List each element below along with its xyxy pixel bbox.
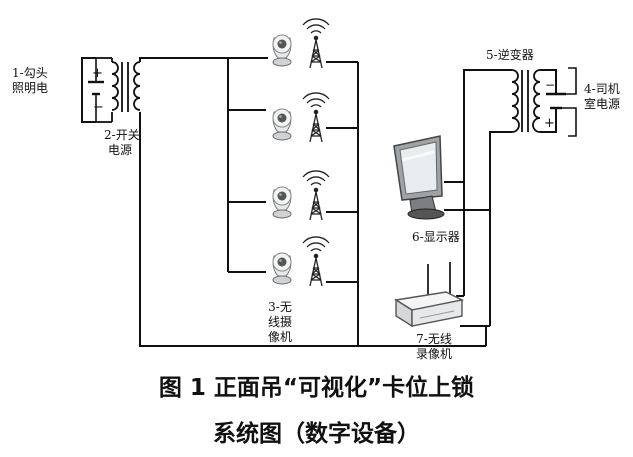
label-hook-light: 1-勾头 照明电	[12, 66, 49, 95]
monitor	[393, 135, 445, 220]
label-switch-power: 2-开关 电源	[104, 128, 140, 157]
wireless-camera-2	[272, 92, 330, 143]
label-wireless-recorder: 7-无线 录像机	[416, 332, 453, 361]
cab-power-battery: − +	[540, 67, 577, 137]
wiring	[139, 57, 512, 347]
label-wireless-cameras: 3-无 线摄 像机	[268, 300, 293, 344]
switch-power-transformer	[96, 57, 141, 123]
figure-caption-line1: 图 1 正面吊“可视化”卡位上锁	[158, 375, 475, 401]
label-inverter: 5-逆变器	[486, 48, 534, 62]
svg-text:−: −	[545, 78, 555, 92]
inverter-transformer	[511, 69, 541, 133]
wireless-recorder	[394, 262, 465, 328]
label-monitor: 6-显示器	[412, 230, 460, 244]
svg-text:−: −	[93, 100, 104, 115]
wireless-camera-3	[272, 170, 330, 221]
figure-caption-line2: 系统图（数字设备）	[213, 421, 420, 447]
wireless-camera-1	[272, 18, 330, 69]
label-cab-power: 4-司机 室电源	[584, 82, 621, 111]
wireless-camera-4	[272, 236, 330, 287]
svg-text:+: +	[544, 116, 555, 131]
hook-light-battery: + −	[81, 57, 104, 123]
svg-text:+: +	[92, 66, 103, 81]
